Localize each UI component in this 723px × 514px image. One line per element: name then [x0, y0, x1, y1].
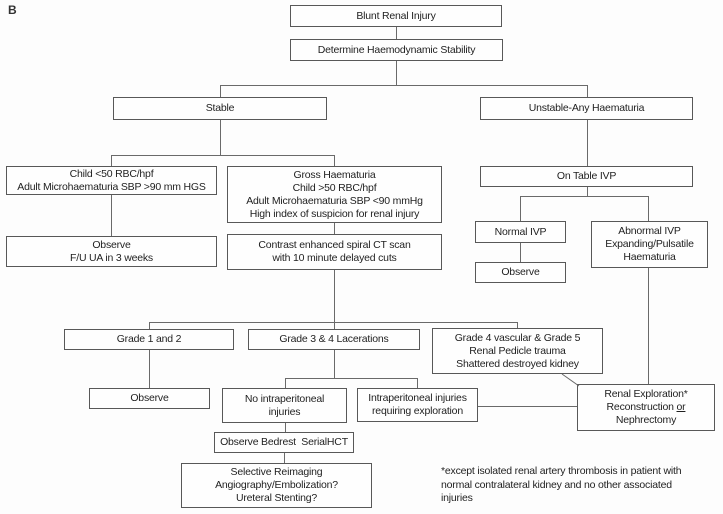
connector-line: [334, 155, 335, 166]
node-observe-fu-ua: Observe F/U UA in 3 weeks: [6, 236, 217, 267]
node-text: Reconstruction: [606, 401, 677, 413]
node-text: Child >50 RBC/hpf: [292, 181, 377, 194]
connector-diagonal-line: [561, 373, 580, 387]
footnote: *except isolated renal artery thrombosis…: [441, 465, 682, 506]
connector-line: [285, 378, 286, 388]
connector-line: [396, 61, 397, 85]
node-text: Gross Haematuria: [293, 168, 376, 181]
connector-line: [220, 120, 221, 155]
node-text: Ureteral Stenting?: [235, 492, 318, 504]
connector-line: [149, 322, 518, 323]
connector-line: [478, 406, 577, 407]
node-text: Observe: [501, 266, 540, 278]
node-text: Intraperitoneal injuries: [368, 392, 467, 404]
connector-line: [520, 196, 521, 221]
node-text-underlined-or: or: [676, 401, 686, 413]
node-stable: Stable: [113, 97, 327, 120]
node-text: Haematuria: [623, 251, 676, 263]
node-text: Expanding/Pulsatile: [605, 238, 694, 250]
connector-line: [220, 85, 588, 86]
node-text: Abnormal IVP: [618, 225, 681, 237]
node-text: Shattered destroyed kidney: [456, 357, 579, 370]
node-text: Grade 1 and 2: [116, 333, 182, 345]
connector-line: [149, 350, 150, 388]
node-text: Selective Reimaging: [230, 466, 323, 478]
node-text: Observe Bedrest SerialHCT: [220, 436, 348, 448]
node-child-microhaematuria: Child <50 RBC/hpf Adult Microhaematuria …: [6, 166, 217, 195]
node-text: injuries: [268, 405, 301, 418]
node-text: Normal IVP: [494, 225, 547, 238]
node-text: Angiography/Embolization?: [215, 479, 338, 491]
node-determine-haemodynamic-stability: Determine Haemodynamic Stability: [290, 39, 503, 61]
node-text: Grade 3 & 4 Lacerations: [279, 333, 389, 345]
node-text: No intraperitoneal: [244, 392, 325, 405]
node-observe-bedrest-serial-hct: Observe Bedrest SerialHCT: [214, 432, 354, 453]
node-renal-exploration: Renal Exploration* Reconstruction or Nep…: [577, 384, 715, 431]
connector-line: [520, 196, 649, 197]
node-text: Adult Microhaematuria SBP >90 mm HGS: [17, 180, 206, 193]
node-text: On Table IVP: [556, 170, 617, 182]
node-selective-reimaging: Selective Reimaging Angiography/Emboliza…: [181, 463, 372, 508]
connector-line: [334, 223, 335, 234]
footnote-line: injuries: [441, 492, 473, 504]
node-observe-grade-1-2: Observe: [89, 388, 210, 409]
node-text: Nephrectomy: [615, 414, 677, 426]
figure-panel-label: B: [8, 3, 17, 17]
node-normal-ivp: Normal IVP: [475, 221, 566, 243]
node-contrast-ct-scan: Contrast enhanced spiral CT scan with 10…: [227, 234, 442, 270]
connector-line: [284, 453, 285, 463]
footnote-line: normal contralateral kidney and no other…: [441, 478, 672, 491]
node-on-table-ivp: On Table IVP: [480, 166, 693, 187]
connector-line: [587, 187, 588, 196]
node-text: with 10 minute delayed cuts: [272, 252, 397, 264]
node-text: Determine Haemodynamic Stability: [317, 43, 476, 56]
connector-line: [517, 322, 518, 328]
connector-line: [334, 350, 335, 378]
connector-line: [285, 378, 418, 379]
node-abnormal-ivp: Abnormal IVP Expanding/Pulsatile Haematu…: [591, 221, 708, 268]
node-text: Grade 4 vascular & Grade 5: [454, 331, 581, 344]
node-blunt-renal-injury: Blunt Renal Injury: [290, 5, 502, 27]
node-grade-4-vascular-grade-5: Grade 4 vascular & Grade 5 Renal Pedicle…: [432, 328, 603, 374]
connector-line: [648, 196, 649, 221]
node-text: F/U UA in 3 weeks: [70, 251, 153, 264]
node-grade-3-4-lacerations: Grade 3 & 4 Lacerations: [248, 329, 420, 350]
connector-line: [587, 85, 588, 97]
node-unstable-any-haematuria: Unstable-Any Haematuria: [480, 97, 693, 120]
node-intraperitoneal-injuries: Intraperitoneal injuries requiring explo…: [357, 388, 478, 422]
node-text: Reconstruction or: [607, 401, 686, 414]
node-observe-normal-ivp: Observe: [475, 262, 566, 283]
connector-line: [417, 378, 418, 388]
connector-line: [285, 423, 286, 432]
connector-line: [111, 195, 112, 236]
connector-line: [111, 155, 335, 156]
connector-line: [648, 268, 649, 384]
node-text: Adult Microhaematuria SBP <90 mmHg: [246, 194, 423, 207]
connector-line: [334, 270, 335, 322]
node-text: Contrast enhanced spiral CT scan: [258, 239, 411, 251]
node-gross-haematuria: Gross Haematuria Child >50 RBC/hpf Adult…: [227, 166, 442, 223]
node-text: Stable: [205, 102, 235, 114]
node-text: High index of suspicion for renal injury: [249, 207, 420, 220]
footnote-line: *except isolated renal artery thrombosis…: [441, 465, 682, 477]
node-text: Renal Pedicle trauma: [469, 344, 566, 357]
connector-line: [334, 322, 335, 329]
connector-line: [587, 120, 588, 166]
connector-line: [520, 243, 521, 262]
node-grade-1-and-2: Grade 1 and 2: [64, 329, 234, 350]
connector-line: [220, 85, 221, 97]
node-no-intraperitoneal-injuries: No intraperitoneal injuries: [222, 388, 347, 423]
connector-line: [111, 155, 112, 166]
node-text: Observe: [130, 392, 169, 404]
node-text: Unstable-Any Haematuria: [528, 102, 645, 114]
node-text: Observe: [92, 238, 131, 251]
node-text: Blunt Renal Injury: [356, 9, 436, 22]
node-text: Renal Exploration*: [604, 388, 688, 400]
node-text: requiring exploration: [372, 405, 463, 417]
node-text: Child <50 RBC/hpf: [69, 167, 154, 180]
connector-line: [396, 27, 397, 39]
connector-line: [149, 322, 150, 329]
